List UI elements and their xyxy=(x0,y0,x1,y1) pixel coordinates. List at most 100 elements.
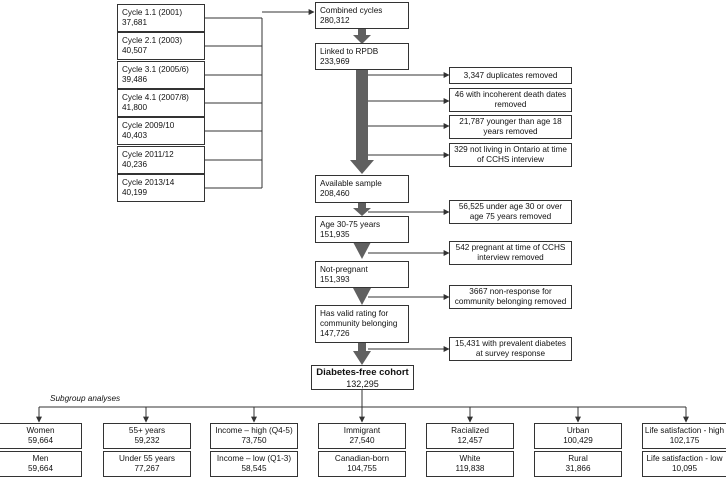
cycle-box: Cycle 4.1 (2007/8) 41,800 xyxy=(117,89,205,117)
cycle-box: Cycle 3.1 (2005/6) 39,486 xyxy=(117,61,205,89)
cycle-count: 40,236 xyxy=(122,160,148,169)
flow-label: Linked to RPDB xyxy=(320,46,379,56)
flow-box-combined-cycles: Combined cycles 280,312 xyxy=(315,2,409,29)
cycle-label: Cycle 2009/10 xyxy=(122,121,175,130)
cycle-label: Cycle 4.1 (2007/8) xyxy=(122,93,189,102)
subgroup-label: Men xyxy=(32,454,49,463)
cycle-label: Cycle 2013/14 xyxy=(122,178,175,187)
subgroup-box-top: Immigrant 27,540 xyxy=(318,423,406,449)
cycle-count: 40,507 xyxy=(122,46,148,55)
subgroup-count: 73,750 xyxy=(241,436,267,445)
exclusion-box: 15,431 with prevalent diabetes at survey… xyxy=(449,337,572,361)
cycle-box: Cycle 2009/10 40,403 xyxy=(117,117,205,145)
cycle-box: Cycle 2013/14 40,199 xyxy=(117,174,205,202)
flow-arrow xyxy=(353,202,371,216)
flow-arrow xyxy=(353,235,371,259)
exclusion-text: 3667 non-response for community belongin… xyxy=(454,287,567,306)
subgroup-label: Urban xyxy=(566,426,590,435)
flow-box-age-range: Age 30-75 years 151,935 xyxy=(315,216,409,243)
flow-box-valid-rating: Has valid rating for community belonging… xyxy=(315,305,409,343)
exclusion-box: 329 not living in Ontario at time of CCH… xyxy=(449,143,572,167)
subgroup-count: 59,664 xyxy=(27,436,54,445)
subgroup-label: Immigrant xyxy=(343,426,381,435)
subgroup-label: Canadian-born xyxy=(334,454,390,463)
exclusion-text: 329 not living in Ontario at time of CCH… xyxy=(454,145,567,164)
subgroup-label: White xyxy=(459,454,481,463)
exclusion-box: 56,525 under age 30 or over age 75 years… xyxy=(449,200,572,224)
flow-box-available-sample: Available sample 208,460 xyxy=(315,175,409,203)
flow-label: Available sample xyxy=(320,179,382,188)
subgroup-box-top: Life satisfaction - high 102,175 xyxy=(642,423,726,449)
subgroup-label: Income – high (Q4-5) xyxy=(215,426,293,435)
cycle-label: Cycle 2011/12 xyxy=(122,150,174,159)
flow-count: 280,312 xyxy=(320,15,350,25)
exclusion-text: 56,525 under age 30 or over age 75 years… xyxy=(458,202,563,221)
flow-arrow xyxy=(350,68,374,174)
subgroup-label: Under 55 years xyxy=(119,454,175,463)
subgroup-box-top: Racialized 12,457 xyxy=(426,423,514,449)
subgroup-box-bottom: Rural 31,866 xyxy=(534,451,622,477)
subgroup-count: 58,545 xyxy=(241,464,267,473)
flow-count: 151,935 xyxy=(320,229,350,239)
subgroup-count: 119,838 xyxy=(455,464,485,473)
subgroup-count: 31,866 xyxy=(565,464,591,473)
flow-label: Has valid rating for community belonging xyxy=(320,309,398,328)
subgroup-box-top: Women 59,664 xyxy=(0,423,82,449)
cohort-box: Diabetes-free cohort 132,295 xyxy=(311,365,414,390)
exclusion-box: 542 pregnant at time of CCHS interview r… xyxy=(449,241,572,265)
exclusion-text: 46 with incoherent death dates removed xyxy=(454,90,567,109)
subgroup-box-bottom: Life satisfaction - low 10,095 xyxy=(642,451,726,477)
subgroup-count: 100,429 xyxy=(563,436,593,445)
flow-label: Age 30-75 years xyxy=(320,219,381,229)
subgroup-count: 102,175 xyxy=(669,436,700,445)
subgroup-label: 55+ years xyxy=(128,426,166,435)
cycle-count: 40,199 xyxy=(122,188,148,197)
flow-label: Not-pregnant xyxy=(320,264,368,274)
subgroup-count: 77,267 xyxy=(134,464,160,473)
cycle-label: Cycle 2.1 (2003) xyxy=(122,36,183,45)
flow-label: Combined cycles xyxy=(320,5,383,15)
subgroup-box-bottom: White 119,838 xyxy=(426,451,514,477)
cohort-label: Diabetes-free cohort xyxy=(316,366,409,378)
cycle-box: Cycle 2.1 (2003) 40,507 xyxy=(117,32,205,60)
cohort-count: 132,295 xyxy=(346,378,379,389)
cycle-count: 37,681 xyxy=(122,18,148,27)
subgroup-count: 104,755 xyxy=(347,464,377,473)
flow-count: 147,726 xyxy=(320,329,350,338)
subgroup-heading: Subgroup analyses xyxy=(50,394,121,403)
exclusion-box: 46 with incoherent death dates removed xyxy=(449,88,572,112)
exclusion-box: 3,347 duplicates removed xyxy=(449,67,572,84)
flow-count: 233,969 xyxy=(320,56,350,66)
flow-arrow xyxy=(353,29,371,44)
subgroup-box-top: Income – high (Q4-5) 73,750 xyxy=(210,423,298,449)
cycle-label: Cycle 1.1 (2001) xyxy=(122,8,183,17)
flow-box-not-pregnant: Not-pregnant 151,393 xyxy=(315,261,409,288)
cycle-box: Cycle 2011/12 40,236 xyxy=(117,146,205,174)
cycle-count: 39,486 xyxy=(122,75,148,84)
flow-count: 151,393 xyxy=(320,274,350,284)
subgroup-count: 10,095 xyxy=(671,464,698,473)
subgroup-box-bottom: Men 59,664 xyxy=(0,451,82,477)
cycle-count: 41,800 xyxy=(122,103,148,112)
flow-arrow xyxy=(353,339,371,365)
subgroup-count: 59,232 xyxy=(134,436,160,445)
subgroup-box-top: Urban 100,429 xyxy=(534,423,622,449)
exclusion-box: 21,787 younger than age 18 years removed xyxy=(449,115,572,139)
subgroup-count: 12,457 xyxy=(457,436,483,445)
exclusion-text: 21,787 younger than age 18 years removed xyxy=(459,117,562,136)
subgroup-box-bottom: Under 55 years 77,267 xyxy=(103,451,191,477)
subgroup-label: Life satisfaction - low xyxy=(646,454,723,463)
subgroup-label: Racialized xyxy=(451,426,489,435)
subgroup-label: Rural xyxy=(568,454,588,463)
subgroup-box-bottom: Income – low (Q1-3) 58,545 xyxy=(210,451,298,477)
subgroup-box-bottom: Canadian-born 104,755 xyxy=(318,451,406,477)
subgroup-label: Life satisfaction - high xyxy=(644,426,725,435)
exclusion-text: 542 pregnant at time of CCHS interview r… xyxy=(455,243,566,262)
flow-box-linked-rpdb: Linked to RPDB 233,969 xyxy=(315,43,409,70)
cycle-count: 40,403 xyxy=(122,131,148,140)
flow-count: 208,460 xyxy=(320,189,350,198)
subgroup-box-top: 55+ years 59,232 xyxy=(103,423,191,449)
exclusion-box: 3667 non-response for community belongin… xyxy=(449,285,572,309)
